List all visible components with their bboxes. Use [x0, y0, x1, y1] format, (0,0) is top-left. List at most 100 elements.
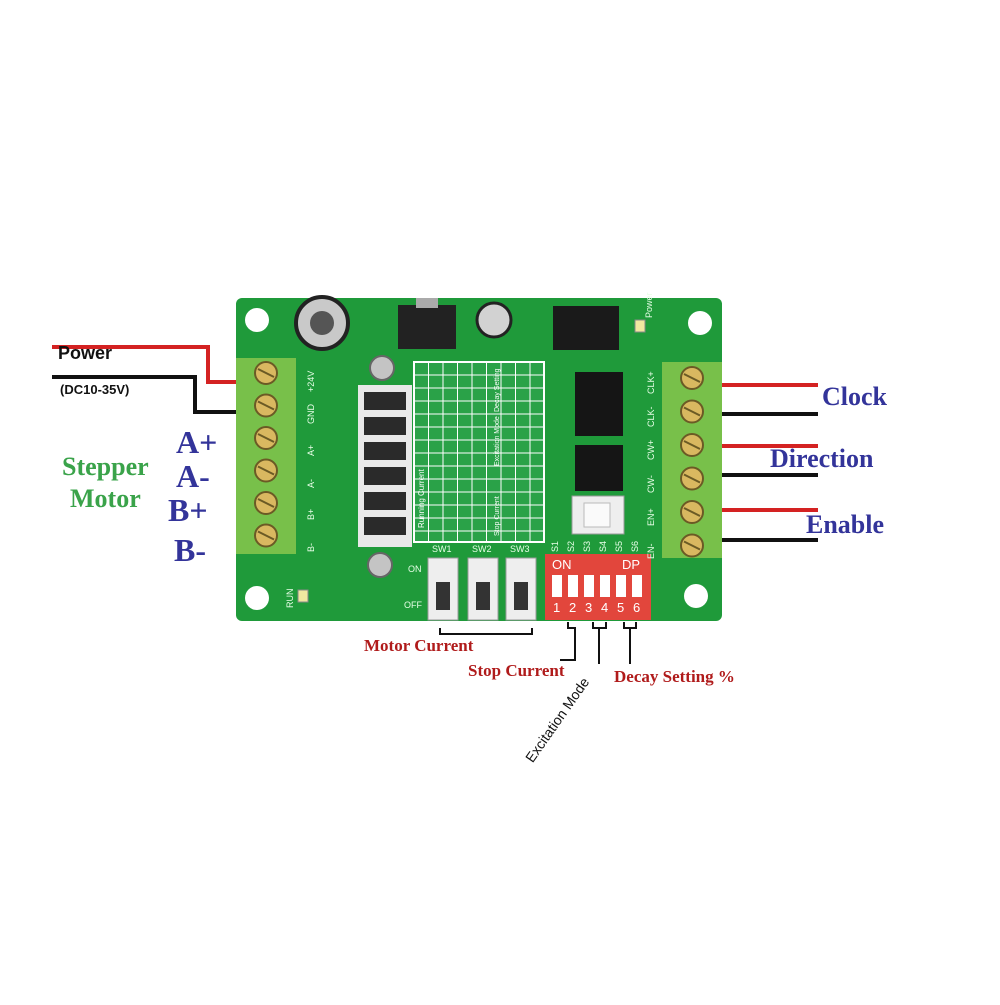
regulator-tab — [416, 298, 438, 308]
stop-current-label: Stop Current — [468, 661, 565, 680]
power-led — [634, 319, 646, 333]
motor-current-label: Motor Current — [364, 636, 474, 655]
left-terminal-label-5: B+ — [306, 508, 316, 520]
power-led-label: Power — [644, 292, 654, 318]
sw3-label: SW3 — [510, 544, 530, 554]
table-title-stop: Stop Current — [494, 496, 501, 536]
top-ic — [553, 306, 619, 350]
mount-hole-br — [684, 584, 708, 608]
dip-number-6: 6 — [633, 600, 641, 615]
left-terminal-screws — [254, 361, 278, 548]
dip-on-label: ON — [552, 557, 572, 572]
pin-a-minus-label: A- — [176, 458, 210, 494]
decay-bracket — [623, 622, 637, 629]
sw1-label: SW1 — [432, 544, 452, 554]
table-title-running: Running Current — [417, 469, 426, 528]
left-terminal-label-2: GND — [306, 404, 316, 424]
right-screw-slot-4 — [683, 473, 701, 484]
stop-current-bracket — [560, 622, 576, 661]
diode-5 — [364, 492, 406, 510]
right-terminal-screws — [680, 366, 704, 558]
right-screw-slot-6 — [683, 540, 701, 551]
diode-3 — [364, 442, 406, 460]
slide-switch-sw1-knob — [436, 582, 450, 610]
stepper-motor-label-line2: Motor — [70, 484, 141, 513]
left-screw-slot-4 — [257, 465, 275, 476]
settings-table — [413, 361, 545, 543]
pin-b-minus-label: B- — [174, 532, 206, 568]
right-terminal-block — [662, 362, 722, 558]
right-screw-slot-3 — [683, 440, 701, 450]
dip-number-5: 5 — [617, 600, 625, 615]
mount-hole-bl — [245, 586, 269, 610]
clock-label: Clock — [822, 382, 887, 411]
left-screw-slot-1 — [257, 368, 275, 378]
capacitor-small — [475, 301, 513, 339]
left-terminal-block — [236, 358, 296, 554]
mount-hole-tr — [688, 311, 712, 335]
right-terminal-label-1: CLK+ — [646, 371, 656, 394]
right-screw-slot-1 — [683, 373, 701, 383]
pin-b-plus-label: B+ — [168, 492, 208, 528]
dip-key-1[interactable] — [552, 575, 562, 597]
stepper-motor-label-line1: Stepper — [62, 452, 149, 481]
diode-2 — [364, 417, 406, 435]
dip-top-label-3: S3 — [582, 540, 592, 552]
left-screw-slot-3 — [257, 433, 275, 443]
power-wire-red — [52, 345, 236, 384]
board-screw-bottom — [367, 552, 393, 578]
right-terminal-label-4: CW- — [646, 475, 656, 493]
voltage-regulator — [398, 305, 456, 349]
settings-table-grid — [414, 362, 544, 542]
left-terminal-label-3: A+ — [306, 444, 316, 456]
dip-key-3[interactable] — [584, 575, 594, 597]
right-screw-slot-2 — [683, 406, 701, 417]
left-terminal-label-1: +24V — [306, 370, 316, 392]
power-label: Power — [58, 343, 113, 363]
diode-1 — [364, 392, 406, 410]
left-terminal-label-4: A- — [306, 479, 316, 488]
excitation-bracket — [592, 622, 607, 629]
dip-number-1: 1 — [553, 600, 561, 615]
dip-dp-label: DP — [622, 557, 641, 572]
power-spec-label: (DC10-35V) — [60, 382, 130, 397]
optocoupler-1 — [575, 372, 623, 436]
right-terminal-label-6: EN- — [646, 543, 656, 560]
table-title-excitation: Excitation Mode — [494, 416, 501, 466]
dip-top-label-4: S4 — [598, 540, 608, 552]
slide-switch-sw3-knob — [514, 582, 528, 610]
optocoupler-2 — [575, 445, 623, 491]
pin-a-plus-label: A+ — [176, 424, 218, 460]
table-title-decay: Decay Setting — [494, 368, 501, 412]
run-led — [297, 589, 309, 603]
left-screw-slot-5 — [257, 498, 275, 508]
slide-off-label: OFF — [404, 600, 422, 610]
dip-top-label-6: S6 — [630, 540, 640, 552]
power-wire-black — [52, 375, 236, 414]
direction-label: Direction — [770, 444, 874, 473]
diode-6 — [364, 517, 406, 535]
capacitor-large-top — [310, 311, 334, 335]
dip-key-5[interactable] — [616, 575, 626, 597]
diode-4 — [364, 467, 406, 485]
diode-stack — [364, 392, 406, 535]
dip-top-label-5: S5 — [614, 540, 624, 552]
dip-top-label-2: S2 — [566, 540, 576, 552]
dip-key-2[interactable] — [568, 575, 578, 597]
right-terminal-label-3: CW+ — [646, 439, 656, 460]
dip-number-2: 2 — [569, 600, 577, 615]
decay-setting-label: Decay Setting % — [614, 667, 735, 686]
optocoupler-3-window — [583, 502, 611, 528]
enable-label: Enable — [806, 510, 885, 539]
right-screw-slot-5 — [683, 507, 701, 517]
dip-key-4[interactable] — [600, 575, 610, 597]
dip-number-4: 4 — [601, 600, 609, 615]
dip-top-label-1: S1 — [550, 540, 560, 552]
dip-key-6[interactable] — [632, 575, 642, 597]
sw2-label: SW2 — [472, 544, 492, 554]
motor-current-bracket — [439, 628, 533, 635]
dip-switch-keys — [552, 575, 642, 597]
dip-number-3: 3 — [585, 600, 593, 615]
